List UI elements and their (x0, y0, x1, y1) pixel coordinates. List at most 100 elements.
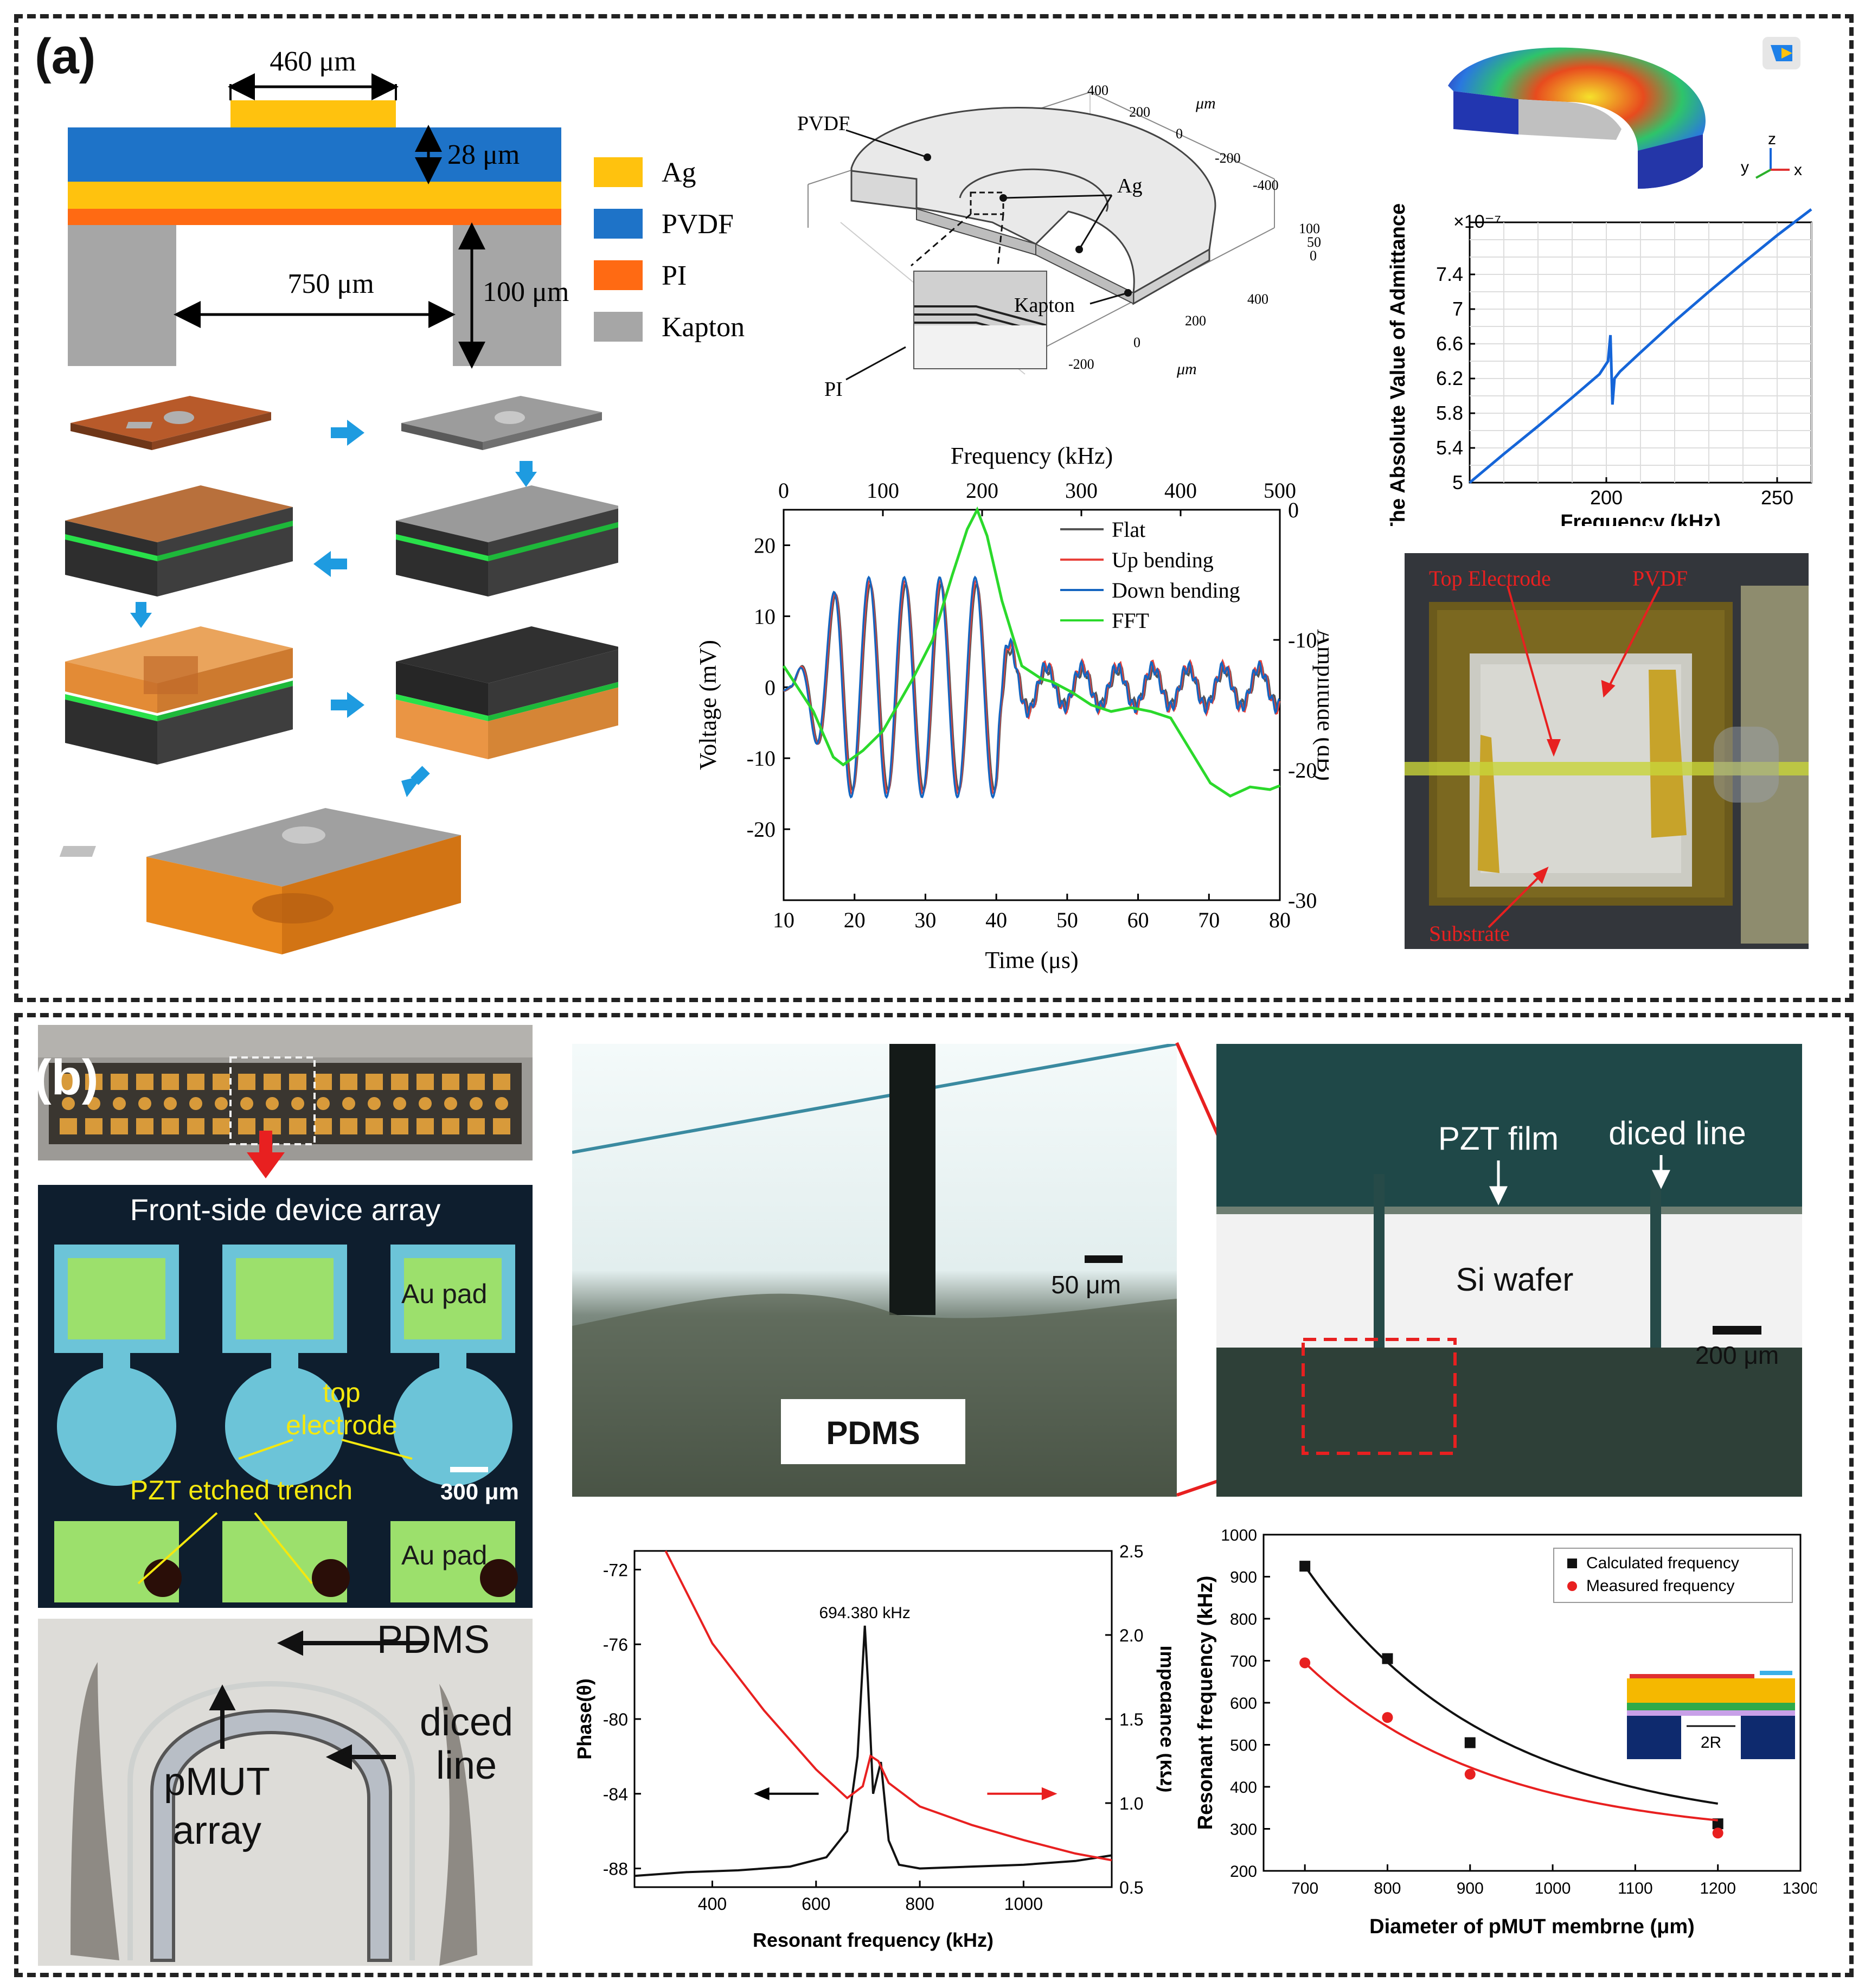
series-impedance (664, 1550, 1112, 1862)
strip-pad-top (289, 1074, 306, 1090)
xtick-1: 200 (1185, 313, 1206, 329)
strip-pad-circle (215, 1097, 228, 1110)
strip-pad-top (111, 1074, 128, 1090)
x-tick-label: 1000 (1535, 1880, 1571, 1897)
y-tick-label: -76 (603, 1635, 628, 1654)
inset-layer-electrode (1627, 1703, 1795, 1710)
fab-step-3 (65, 485, 293, 597)
pvdf-device-photo: Top Electrode PVDF Substrate (1405, 553, 1809, 949)
label-au-pad-top: Au pad (401, 1279, 487, 1309)
x2-tick-label: 0 (778, 478, 789, 503)
label-pvdf-photo: PVDF (1632, 566, 1688, 591)
x-tick-label: 900 (1457, 1880, 1484, 1897)
inset-top-electrode (1630, 1674, 1754, 1678)
fit-measured-frequency (1304, 1662, 1718, 1822)
y-tick-label: 5 (1452, 471, 1463, 493)
array-callouts (137, 1439, 413, 1585)
legend-marker (1567, 1581, 1577, 1591)
x-tick-label: 60 (1127, 908, 1149, 932)
x-tick-label: 30 (914, 908, 936, 932)
fab-step-6 (396, 626, 618, 759)
x-axis-label: Time (μs) (985, 947, 1078, 973)
point-calculated (1299, 1561, 1311, 1572)
x-tick-label: 20 (844, 908, 866, 932)
x-tick-label: 700 (1291, 1880, 1318, 1897)
ztick-1: 50 (1307, 234, 1321, 250)
y-tick-label: 5.4 (1436, 437, 1463, 459)
label-kapton: Kapton (1014, 294, 1075, 317)
y-tick-label: 7 (1452, 298, 1463, 320)
impedance-axis-arrowhead (1041, 1787, 1058, 1800)
label-etched-trench: PZT etched trench (130, 1475, 353, 1505)
legend-ag: Ag (662, 157, 696, 188)
x-tick-label: 1100 (1618, 1880, 1653, 1897)
fabrication-flow-diagram (59, 396, 618, 954)
panel-b (14, 1013, 1854, 1977)
strip-pad-top (340, 1074, 357, 1090)
y-axis-label: Phase(θ) (573, 1678, 595, 1760)
point-calculated (1382, 1653, 1393, 1664)
inset-layer-oxide (1627, 1710, 1795, 1716)
point-measured (1712, 1827, 1723, 1839)
panel-a-label: (a) (35, 29, 96, 84)
series-phase (634, 1625, 1112, 1877)
device-array-title: Front-side device array (130, 1192, 441, 1227)
y-tick-label: -84 (603, 1785, 628, 1804)
kapton-left (68, 225, 176, 366)
pzt-si-micrograph: PZT film diced line Si wafer 200 μm (1216, 1044, 1802, 1497)
label-pzt-film: PZT film (1438, 1120, 1559, 1157)
xtick-2: 0 (1133, 335, 1140, 350)
strip-pad-bottom (391, 1118, 408, 1134)
strip-pad-circle (189, 1097, 202, 1110)
strip-pad-top (442, 1074, 459, 1090)
x-tick-label: 50 (1056, 908, 1078, 932)
label-au-pad-bottom: Au pad (401, 1540, 487, 1570)
fab-step-2 (401, 396, 602, 450)
dim-460: 460 μm (270, 46, 356, 77)
strip-pad-circle (342, 1097, 355, 1110)
inset-pad (1760, 1671, 1792, 1675)
strip-pad-circle (470, 1097, 483, 1110)
point-measured (1382, 1712, 1393, 1723)
strip-pad-circle (368, 1097, 381, 1110)
label-pdms-bent: PDMS (377, 1619, 490, 1662)
x2-tick-label: 500 (1264, 478, 1296, 503)
inset-layer-pzt (1627, 1678, 1795, 1703)
axis-triad: z y x (1741, 130, 1802, 179)
strip-pad-circle (419, 1097, 432, 1110)
ytick-4: -400 (1253, 177, 1279, 193)
dim-28: 28 μm (447, 139, 520, 170)
strip-pad-top (85, 1074, 102, 1090)
legend-label: Down bending (1112, 578, 1240, 602)
ytick-1: 200 (1129, 104, 1150, 120)
label-line: line (436, 1744, 497, 1787)
y2-tick-label: 2.5 (1119, 1542, 1143, 1561)
ytick-2: 0 (1176, 126, 1183, 142)
ag-bottom-layer (68, 182, 561, 209)
x-tick-label: 800 (1374, 1880, 1401, 1897)
pvdf-ring (850, 106, 1216, 305)
y-axis-label: Resonant frequency (kHz) (1194, 1576, 1217, 1830)
strip-pad-top (238, 1074, 255, 1090)
label-pi: PI (824, 378, 843, 401)
down-arrow-icon (247, 1131, 285, 1178)
pdms-cross-section-micrograph: 50 μm PDMS (572, 1044, 1177, 1497)
y2-tick-label: 0 (1288, 498, 1299, 522)
xtick-0: 400 (1247, 291, 1268, 307)
x-tick-label: 80 (1269, 908, 1291, 932)
cross-section-diagram: 460 μm 28 μm 750 μm 100 μm Ag PVDF PI Ka… (68, 46, 745, 369)
strip-pad-top (366, 1074, 383, 1090)
x-tick-label: 10 (773, 908, 794, 932)
y-multiplier: ×10⁻⁷ (1453, 211, 1501, 232)
y-tick-label: 10 (754, 604, 776, 629)
bent-callouts (209, 1630, 428, 1770)
y2-tick-label: -10 (1288, 628, 1317, 652)
panel-a (14, 14, 1854, 1002)
phase-axis-arrowhead (754, 1787, 770, 1800)
y-tick-label: 400 (1230, 1779, 1257, 1797)
label-pvdf: PVDF (797, 112, 850, 135)
strip-pad-circle (113, 1097, 126, 1110)
strip-pad-top (162, 1074, 179, 1090)
